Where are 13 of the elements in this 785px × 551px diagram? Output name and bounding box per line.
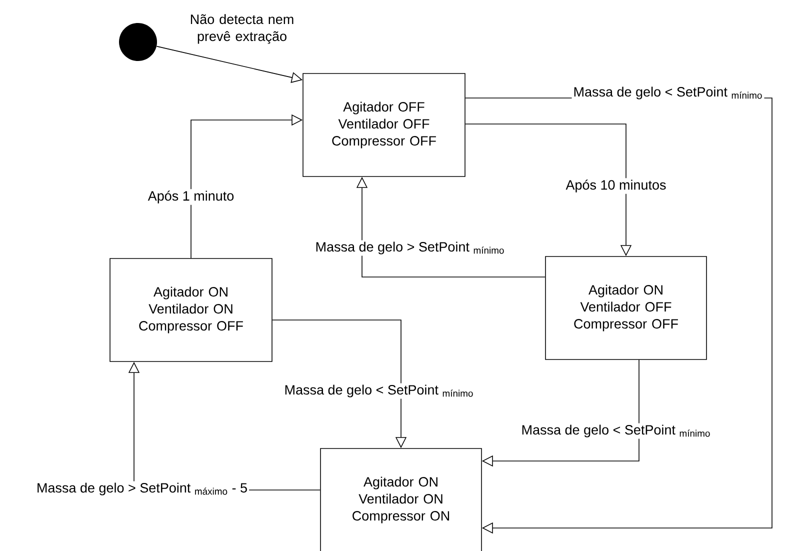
edge-label: Após 10 minutos [564, 178, 668, 194]
edge-label: Massa de gelo > SetPoint $_{máximo}$ - 5 [34, 481, 250, 497]
edge-label: Massa de gelo < SetPoint $_{mínimo}$ [572, 85, 764, 101]
state-box: Agitador ON Ventilador ON Compressor OFF [110, 258, 272, 362]
edge-label: Massa de gelo < SetPoint $_{mínimo}$ [282, 383, 476, 399]
state-box: Agitador OFF Ventilador OFF Compressor OFF [302, 73, 466, 177]
edge-label: Massa de gelo < SetPoint $_{mínimo}$ [520, 423, 712, 439]
edge-label: Massa de gelo > SetPoint $_{mínimo}$ [314, 240, 506, 256]
edge-label: Após 1 minuto [146, 189, 236, 205]
state-box: Agitador ON Ventilador ON Compressor ON [320, 448, 482, 551]
caption-text: Não detecta nem prevê extração [190, 14, 294, 44]
start-circle [119, 23, 157, 61]
state-box: Agitador ON Ventilador OFF Compressor OFF [545, 256, 707, 360]
